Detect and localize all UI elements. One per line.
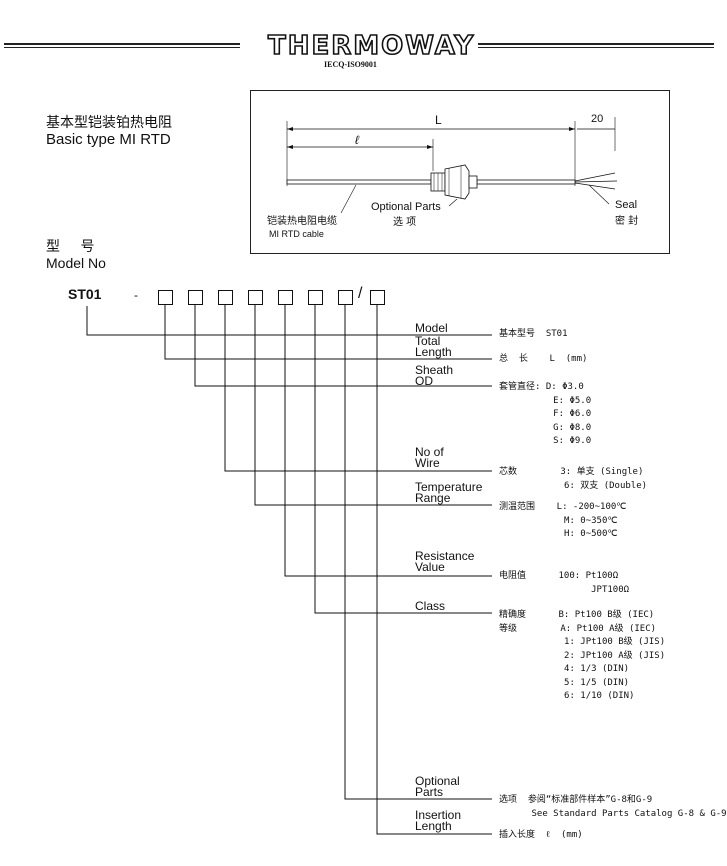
brand-logo: THERMOWAY	[267, 30, 476, 62]
insertion-length-label: ℓ	[355, 133, 359, 147]
code-box-temperature	[248, 290, 263, 305]
cable-label-en: MI RTD cable	[269, 229, 324, 239]
length-label: L	[435, 113, 442, 127]
code-box-sheath-od	[188, 290, 203, 305]
field-desc-temperature-range: 测温范围 L: -200~100℃ M: 0~350℃ H: 0~500℃	[499, 502, 627, 539]
code-box-optional-parts	[338, 290, 353, 305]
header-rule-right	[478, 43, 714, 45]
diagram-drawing	[286, 117, 618, 214]
header-rule-left-thin	[4, 47, 240, 48]
seal-label-cn: 密 封	[615, 216, 639, 227]
code-box-insertion-length	[370, 290, 385, 305]
field-desc-class: 精确度 B: Pt100 B级 (IEC) 等级 A: Pt100 A级 (IE…	[499, 610, 666, 701]
header-rule-left	[4, 43, 240, 45]
certification-text: IECQ-ISO9001	[324, 60, 377, 69]
optional-parts-label-cn: 选 项	[393, 217, 417, 228]
field-desc-sheath-od: 套管直径: D: Φ3.0 E: Φ5.0 F: Φ6.0 G: Φ8.0 S:…	[499, 382, 592, 446]
field-label-model: Model	[415, 321, 448, 335]
seal-label: Seal	[615, 199, 638, 211]
header-rule-right-thin	[478, 47, 714, 48]
code-box-wire	[218, 290, 233, 305]
code-box-total-length	[158, 290, 173, 305]
field-desc-no-of-wire: 芯数 3: 单支 (Single) 6: 双支 (Double)	[499, 467, 648, 491]
field-desc-insertion-length: 插入长度 ℓ (mm)	[499, 830, 583, 840]
product-title-en: Basic type MI RTD	[46, 131, 171, 148]
model-heading-en: Model No	[46, 255, 106, 271]
model-heading-cn: 型 号	[46, 239, 103, 255]
product-diagram: L 20 ℓ Optional Parts 选 项 Seal 密 封 铠装热电阻…	[250, 90, 670, 254]
product-title-cn: 基本型铠装铂热电阻	[46, 115, 172, 131]
field-desc-total-length: 总 长 L (mm)	[499, 354, 588, 364]
model-slash: /	[358, 285, 363, 302]
code-box-class	[308, 290, 323, 305]
optional-parts-label: Optional Parts	[371, 201, 441, 213]
field-desc-resistance-value: 电阻值 100: Pt100Ω JPT100Ω	[499, 571, 630, 595]
cable-label-cn: 铠装热电阻电缆	[267, 216, 337, 227]
model-code: ST01	[68, 286, 102, 302]
model-separator: -	[134, 288, 138, 302]
code-box-resistance	[278, 290, 293, 305]
field-desc-model: 基本型号 ST01	[499, 329, 568, 339]
seal-length-label: 20	[591, 113, 604, 125]
field-label-class: Class	[415, 599, 446, 613]
field-desc-optional-parts: 选项 参阅“标准部件样本”G-8和G-9 See Standard Parts …	[499, 795, 727, 819]
